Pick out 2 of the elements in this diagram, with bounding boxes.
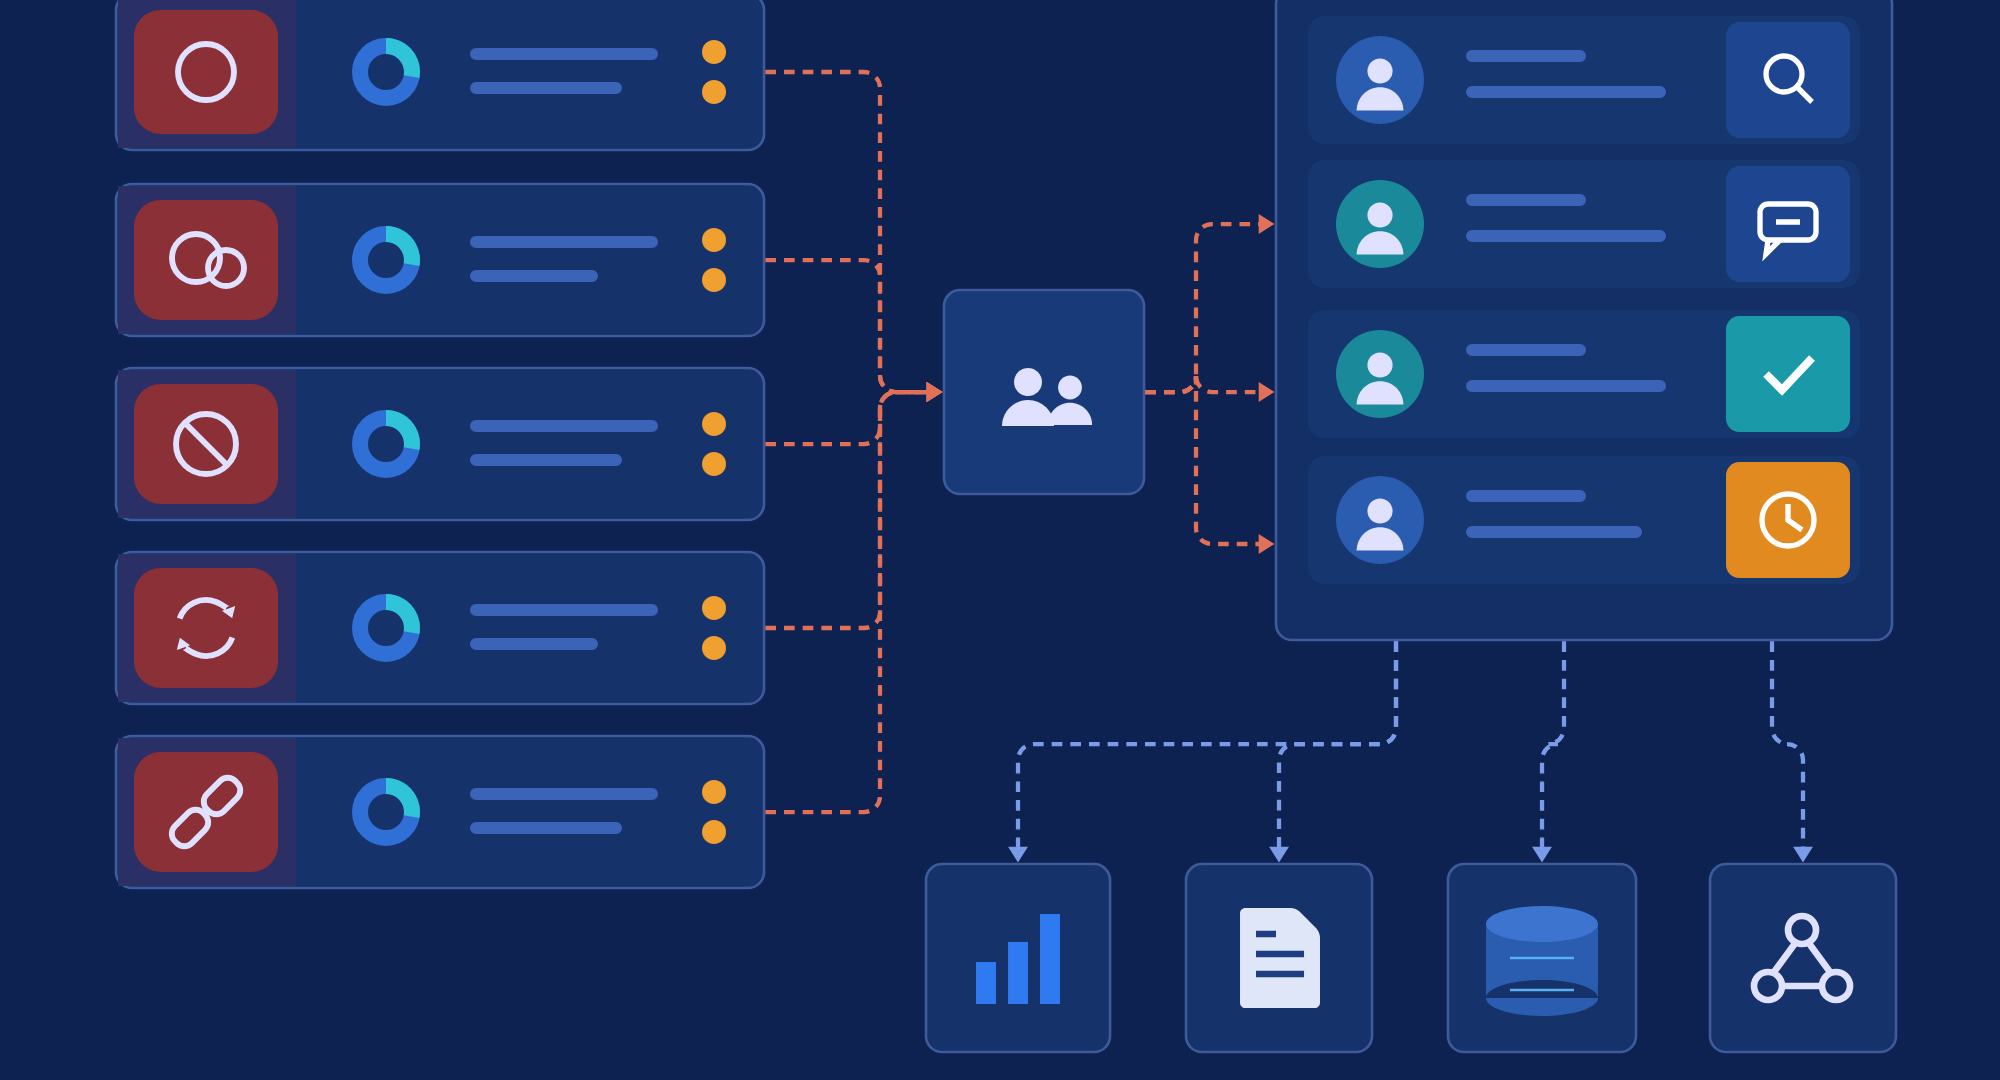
output-box (1708, 862, 1898, 1054)
hub-box (942, 288, 1146, 496)
